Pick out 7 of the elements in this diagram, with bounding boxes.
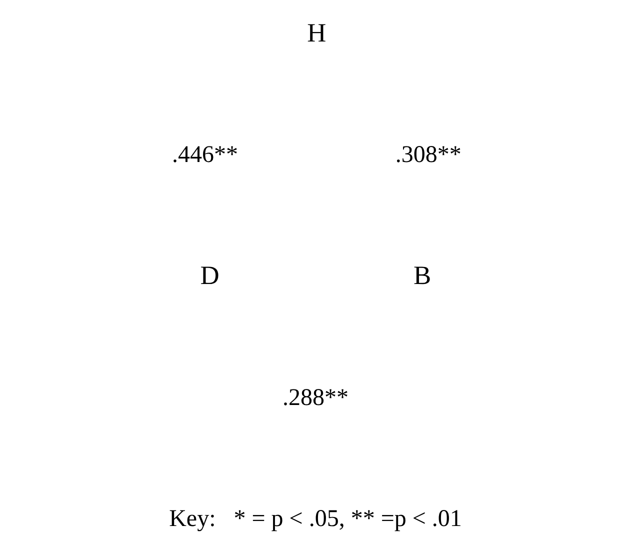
label: .288**: [282, 384, 348, 411]
label: Key: * = p < .05, ** =p < .01: [169, 506, 462, 532]
node-text: B: [414, 260, 432, 290]
node-text: H: [307, 18, 326, 48]
node-text: D: [200, 260, 220, 290]
label: .308**: [395, 142, 462, 168]
label: .446**: [172, 142, 238, 168]
